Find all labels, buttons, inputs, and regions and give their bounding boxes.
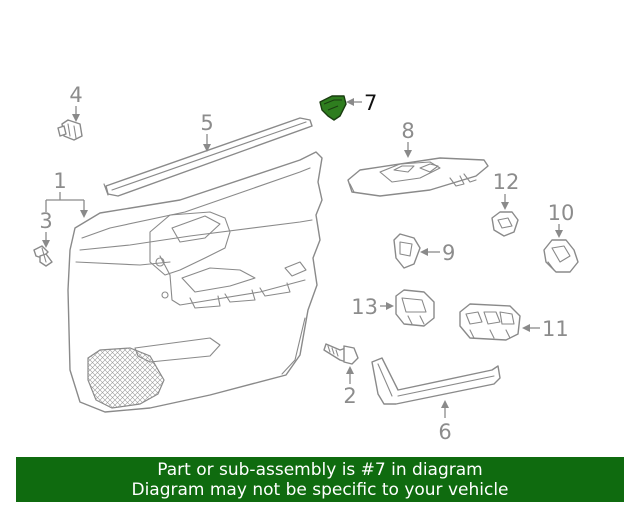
callout-5: 5: [200, 111, 213, 135]
parts-diagram: 1 2 3 4 5 6 7 8 9 10 11 12 13: [33, 83, 579, 444]
belt-moulding-part-5[interactable]: [103, 117, 313, 197]
switch-part-10[interactable]: [543, 239, 579, 273]
banner-line-2: Diagram may not be specific to your vehi…: [131, 479, 509, 500]
screw-part-2[interactable]: [323, 343, 359, 365]
callout-11: 11: [542, 317, 569, 341]
window-switch-part-11[interactable]: [459, 303, 521, 341]
callout-12: 12: [493, 170, 520, 194]
callout-10: 10: [548, 201, 575, 225]
callout-8: 8: [401, 119, 414, 143]
trim-strip-part-6[interactable]: [371, 357, 501, 405]
clip-part-4[interactable]: [57, 119, 83, 141]
switch-part-9[interactable]: [393, 233, 421, 269]
callout-2: 2: [343, 384, 356, 408]
callout-9: 9: [442, 241, 455, 265]
leader-lines: [42, 98, 563, 418]
callout-13: 13: [351, 295, 378, 319]
switch-part-12[interactable]: [491, 211, 519, 237]
callout-3: 3: [39, 209, 52, 233]
callout-labels: 1 2 3 4 5 6 7 8 9 10 11 12 13: [39, 83, 574, 444]
fastener-part-3[interactable]: [33, 245, 53, 267]
callout-1: 1: [53, 169, 66, 193]
switch-base-part-8[interactable]: [347, 157, 489, 197]
cover-part-7-highlighted[interactable]: [319, 95, 347, 121]
callout-4: 4: [69, 83, 82, 107]
callout-7: 7: [364, 91, 377, 115]
switch-part-13[interactable]: [395, 289, 435, 327]
banner-line-1: Part or sub-assembly is #7 in diagram: [157, 459, 483, 480]
door-trim-panel-part-1[interactable]: [67, 151, 323, 413]
callout-6: 6: [438, 420, 451, 444]
info-banner: Part or sub-assembly is #7 in diagram Di…: [16, 457, 624, 502]
